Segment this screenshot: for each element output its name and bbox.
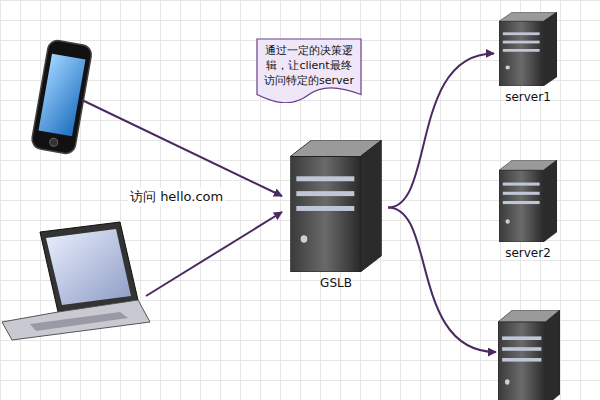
note-text: 通过一定的决策逻辑，让client最终访问特定的server (256, 38, 362, 103)
server-tower (284, 140, 388, 272)
dispatch-curve (388, 53, 494, 207)
server-label: server1 (495, 90, 561, 104)
server-node: server2 (495, 160, 561, 260)
client-arrow (146, 212, 282, 296)
server-node: server1 (495, 12, 561, 104)
dispatch-curve (388, 208, 496, 353)
laptop-icon (2, 222, 150, 340)
server-tower (495, 12, 561, 86)
request-label: 访问 hello.com (128, 188, 225, 206)
server-label: server2 (495, 246, 561, 260)
phone-icon (30, 39, 92, 155)
server-tower (498, 310, 560, 400)
server-node: GSLB (284, 140, 388, 290)
client-arrow (82, 100, 282, 196)
server-tower (495, 160, 561, 242)
callout-note: 通过一定的决策逻辑，让client最终访问特定的server (256, 38, 362, 103)
server-label: GSLB (284, 276, 388, 290)
